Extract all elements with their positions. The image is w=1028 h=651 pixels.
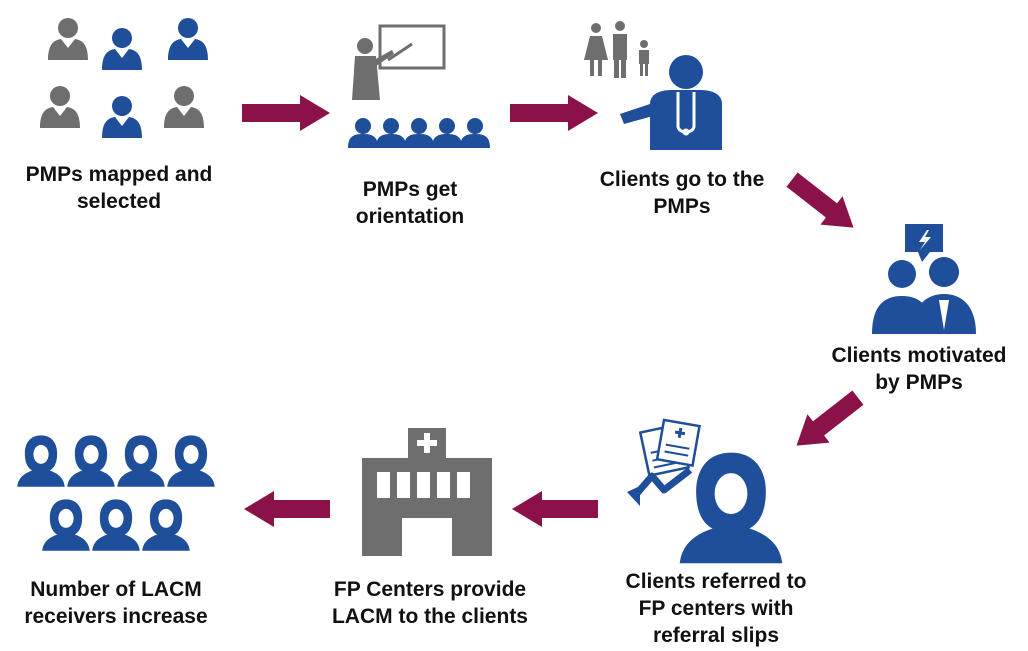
- label-line: FP Centers provide: [333, 578, 527, 601]
- step-label-increase: Number of LACM receivers increase: [0, 576, 232, 630]
- step-label-mapped: PMPs mapped and selected: [0, 161, 238, 215]
- label-line: selected: [76, 190, 162, 213]
- label-line: referral slips: [652, 624, 780, 647]
- step-label-go: Clients go to the PMPs: [572, 166, 792, 220]
- arrow-1-to-2: [242, 95, 330, 131]
- step-label-referred: Clients referred to FP centers with refe…: [600, 568, 832, 649]
- family-doctor-icon: [584, 21, 722, 150]
- hospital-icon: [362, 428, 492, 556]
- arrow-4-to-5: [796, 390, 864, 446]
- client-referral-icon: [627, 418, 783, 564]
- women-group-icon: [17, 435, 215, 551]
- arrow-2-to-3: [510, 95, 598, 131]
- label-line: Number of LACM: [30, 578, 202, 601]
- step-label-orientation: PMPs get orientation: [320, 176, 500, 230]
- arrow-6-to-7: [244, 491, 330, 527]
- label-line: PMPs get: [362, 178, 458, 201]
- arrow-3-to-4: [786, 172, 854, 228]
- arrow-5-to-6: [512, 491, 598, 527]
- label-line: FP centers with: [638, 597, 794, 620]
- label-line: PMPs: [653, 195, 711, 218]
- label-line: Clients referred to: [625, 570, 807, 593]
- doctors-group-icon: [40, 18, 208, 138]
- label-line: Clients motivated: [831, 344, 1007, 367]
- step-label-motivated: Clients motivated by PMPs: [812, 342, 1026, 396]
- label-line: by PMPs: [875, 371, 963, 394]
- step-label-provide: FP Centers provide LACM to the clients: [304, 576, 556, 630]
- label-line: LACM to the clients: [331, 605, 528, 628]
- label-line: receivers increase: [24, 605, 208, 628]
- label-line: PMPs mapped and: [25, 163, 213, 186]
- conversation-icon: [872, 224, 976, 334]
- label-line: orientation: [355, 205, 465, 228]
- label-line: Clients go to the: [599, 168, 765, 191]
- presentation-audience-icon: [348, 24, 490, 148]
